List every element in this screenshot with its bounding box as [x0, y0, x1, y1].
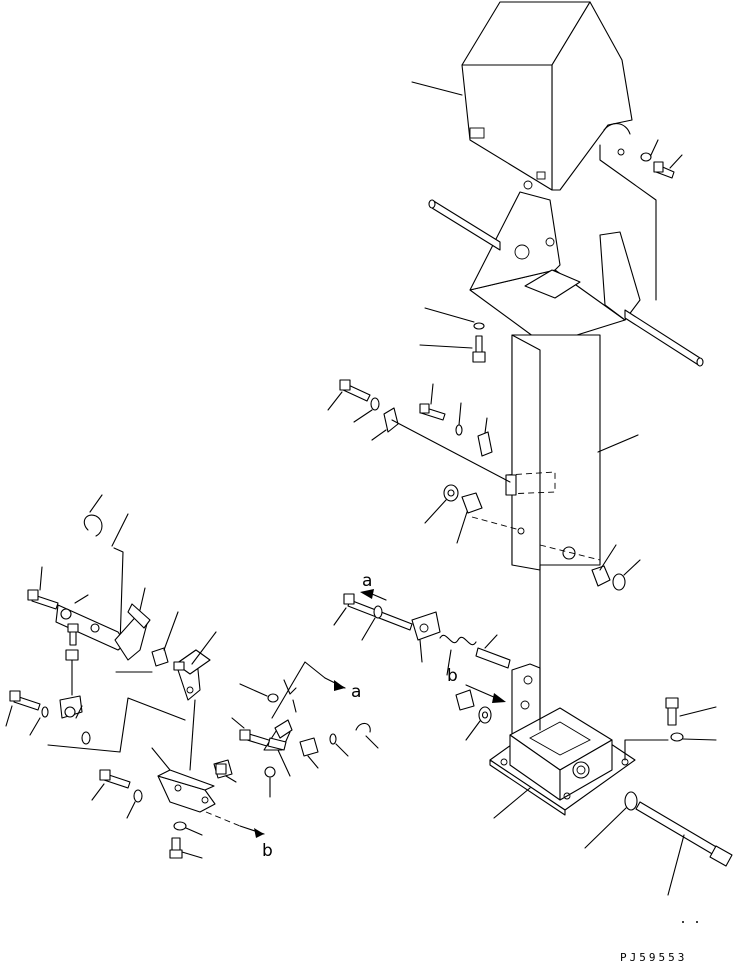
leader-base: [493, 787, 531, 819]
callout-label-a-side: a: [351, 682, 361, 702]
arrow-a-path: [271, 661, 326, 719]
clamp-clip: [477, 417, 493, 457]
callout-arrow-b-bottom: [239, 825, 265, 838]
mount-bolt-path: [624, 739, 669, 761]
rod-washer-2: [81, 731, 91, 745]
link-bushing: [299, 737, 319, 769]
pivot-lever: [114, 587, 151, 661]
plate-washer-bottom: [173, 821, 203, 836]
callout-label-b-top: b: [447, 666, 458, 686]
clamp-washer-left: [353, 397, 380, 423]
link-nut-right: [215, 763, 227, 775]
rod-washer: [29, 706, 49, 736]
clamp-plate: [371, 407, 511, 483]
corner-dot: [696, 921, 698, 923]
plate-bolt: [91, 769, 131, 801]
link-arm: [263, 727, 291, 798]
cover-bolt: [653, 154, 683, 179]
front-spacer: [456, 492, 483, 544]
plate-washer: [126, 789, 143, 819]
leader-pivot-plate: [419, 639, 423, 663]
callout-label-a-top: a: [362, 571, 372, 591]
link-clevis: [274, 719, 293, 739]
arm-bracket-pin: [173, 661, 185, 671]
lower-plate: [151, 747, 216, 813]
clamp-washer-mid: [455, 402, 463, 436]
steering-column: [471, 334, 601, 571]
connector-line: [189, 699, 196, 771]
lever-bolt: [27, 566, 59, 610]
snap-ring-right: [355, 722, 379, 749]
corner-dot: [682, 921, 684, 923]
clamp-bolt-left: [327, 379, 371, 411]
link-washer: [329, 733, 349, 757]
rod-path-lower: [47, 697, 186, 753]
rod-path-upper: [113, 547, 124, 646]
leader-cover: [411, 81, 463, 96]
link-nut: [65, 649, 79, 696]
pedal-pin: [475, 634, 511, 669]
leader-snap-ring: [111, 513, 129, 547]
bracket-bolt: [419, 335, 486, 363]
rod-end: [59, 695, 83, 719]
callout-label-b-bottom: b: [262, 841, 273, 861]
leader-column: [597, 434, 639, 453]
drawing-code: PJ59553: [620, 951, 687, 964]
cross-shaft: [428, 199, 704, 367]
spring-pin: [239, 683, 279, 703]
clamp-bolt-mid: [419, 383, 446, 421]
front-washer: [424, 484, 459, 524]
upper-bracket: [469, 180, 641, 349]
pivot-bolt: [333, 593, 413, 631]
bushing-left: [151, 611, 179, 667]
cover-washer: [640, 139, 659, 162]
mount-washer-top: [670, 732, 717, 742]
long-bolt-washer: [584, 791, 638, 849]
column-spacer: [591, 544, 617, 587]
base-frame: [489, 564, 636, 816]
return-spring: [439, 634, 477, 676]
bracket-washer: [424, 307, 485, 330]
lever-pin: [67, 623, 79, 646]
long-bolt: [635, 801, 733, 896]
column-washer: [612, 559, 641, 591]
rod-bolt: [5, 690, 41, 727]
pivot-plate: [411, 611, 441, 641]
mount-bolt-top: [665, 697, 717, 726]
callout-arrow-a-side: [324, 677, 346, 691]
base-spacer: [455, 689, 475, 711]
pivot-washer: [361, 605, 383, 641]
arrow-b-guide: [205, 811, 241, 827]
cotter-pin: [283, 679, 297, 713]
callout-arrow-b-top: [465, 684, 506, 703]
top-cover: [461, 1, 657, 301]
link-bolt: [231, 717, 273, 748]
plate-bolt-bottom: [169, 837, 203, 859]
snap-ring-top: [83, 494, 103, 537]
base-washer: [465, 706, 492, 741]
callout-arrow-a-top: [360, 589, 387, 601]
